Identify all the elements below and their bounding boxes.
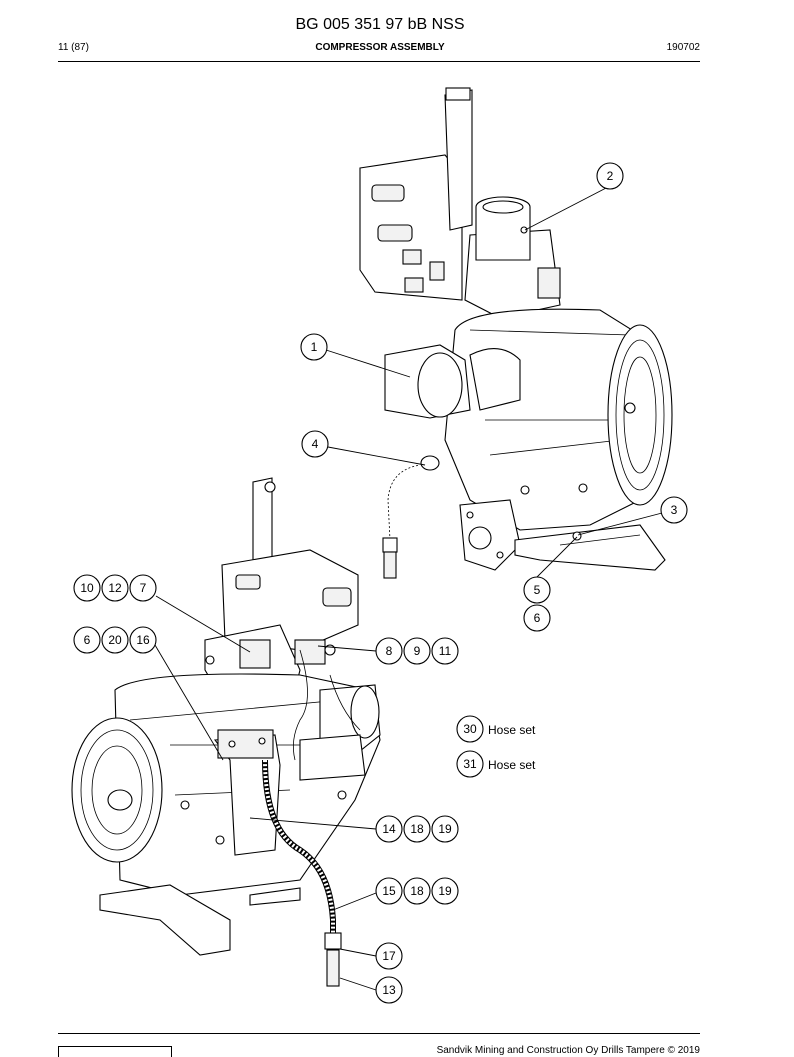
callout-6-upper: 6 xyxy=(523,604,551,632)
callout-16: 16 xyxy=(129,626,157,654)
upper-compressor-illustration xyxy=(359,87,673,579)
callout-12: 12 xyxy=(101,574,129,602)
callout-31: 31 xyxy=(456,750,484,778)
svg-text:30: 30 xyxy=(463,722,477,736)
callout-8: 8 xyxy=(375,637,403,665)
svg-text:15: 15 xyxy=(382,884,396,898)
callout-18-b: 18 xyxy=(403,877,431,905)
page-title: COMPRESSOR ASSEMBLY xyxy=(315,42,445,53)
callout-13: 13 xyxy=(375,976,403,1004)
svg-text:18: 18 xyxy=(410,884,424,898)
callout-11: 11 xyxy=(431,637,459,665)
callout-30: 30 xyxy=(456,715,484,743)
callout-9: 9 xyxy=(403,637,431,665)
header-divider xyxy=(58,61,700,62)
callout-20: 20 xyxy=(101,626,129,654)
callout-17: 17 xyxy=(375,942,403,970)
callout-19-a: 19 xyxy=(431,815,459,843)
svg-text:9: 9 xyxy=(414,644,421,658)
svg-text:12: 12 xyxy=(108,581,122,595)
callout-18-a: 18 xyxy=(403,815,431,843)
svg-text:8: 8 xyxy=(386,644,393,658)
hose-set-30-label: Hose set xyxy=(488,723,536,737)
svg-text:6: 6 xyxy=(534,611,541,625)
svg-text:7: 7 xyxy=(140,581,147,595)
svg-text:31: 31 xyxy=(463,757,477,771)
page-number: 11 (87) xyxy=(58,42,89,53)
footer-divider xyxy=(58,1033,700,1034)
svg-text:6: 6 xyxy=(84,633,91,647)
svg-text:13: 13 xyxy=(382,983,396,997)
lower-compressor-illustration xyxy=(71,477,381,987)
callout-15: 15 xyxy=(375,877,403,905)
svg-text:19: 19 xyxy=(438,822,452,836)
svg-text:10: 10 xyxy=(80,581,94,595)
hose-set-31-label: Hose set xyxy=(488,758,536,772)
svg-text:20: 20 xyxy=(108,633,122,647)
svg-text:17: 17 xyxy=(382,949,396,963)
svg-text:4: 4 xyxy=(312,437,319,451)
svg-text:19: 19 xyxy=(438,884,452,898)
callout-3: 3 xyxy=(660,496,688,524)
svg-text:3: 3 xyxy=(671,503,678,517)
callout-5: 5 xyxy=(523,576,551,604)
svg-text:5: 5 xyxy=(534,583,541,597)
callout-1: 1 xyxy=(300,333,328,361)
leader-lines xyxy=(154,186,663,991)
callout-19-b: 19 xyxy=(431,877,459,905)
company-logo xyxy=(58,1046,172,1057)
svg-text:18: 18 xyxy=(410,822,424,836)
svg-text:2: 2 xyxy=(607,169,614,183)
callout-2: 2 xyxy=(596,162,624,190)
document-number: BG 005 351 97 bB NSS xyxy=(295,16,465,33)
svg-text:1: 1 xyxy=(311,340,318,354)
callout-10: 10 xyxy=(73,574,101,602)
footer-copyright: Sandvik Mining and Construction Oy Drill… xyxy=(436,1045,700,1056)
svg-text:14: 14 xyxy=(382,822,396,836)
callout-7: 7 xyxy=(129,574,157,602)
svg-text:16: 16 xyxy=(136,633,150,647)
svg-text:11: 11 xyxy=(439,644,452,658)
callout-6-lower: 6 xyxy=(73,626,101,654)
callout-4: 4 xyxy=(301,430,329,458)
document-code: 190702 xyxy=(666,42,700,53)
callout-14: 14 xyxy=(375,815,403,843)
